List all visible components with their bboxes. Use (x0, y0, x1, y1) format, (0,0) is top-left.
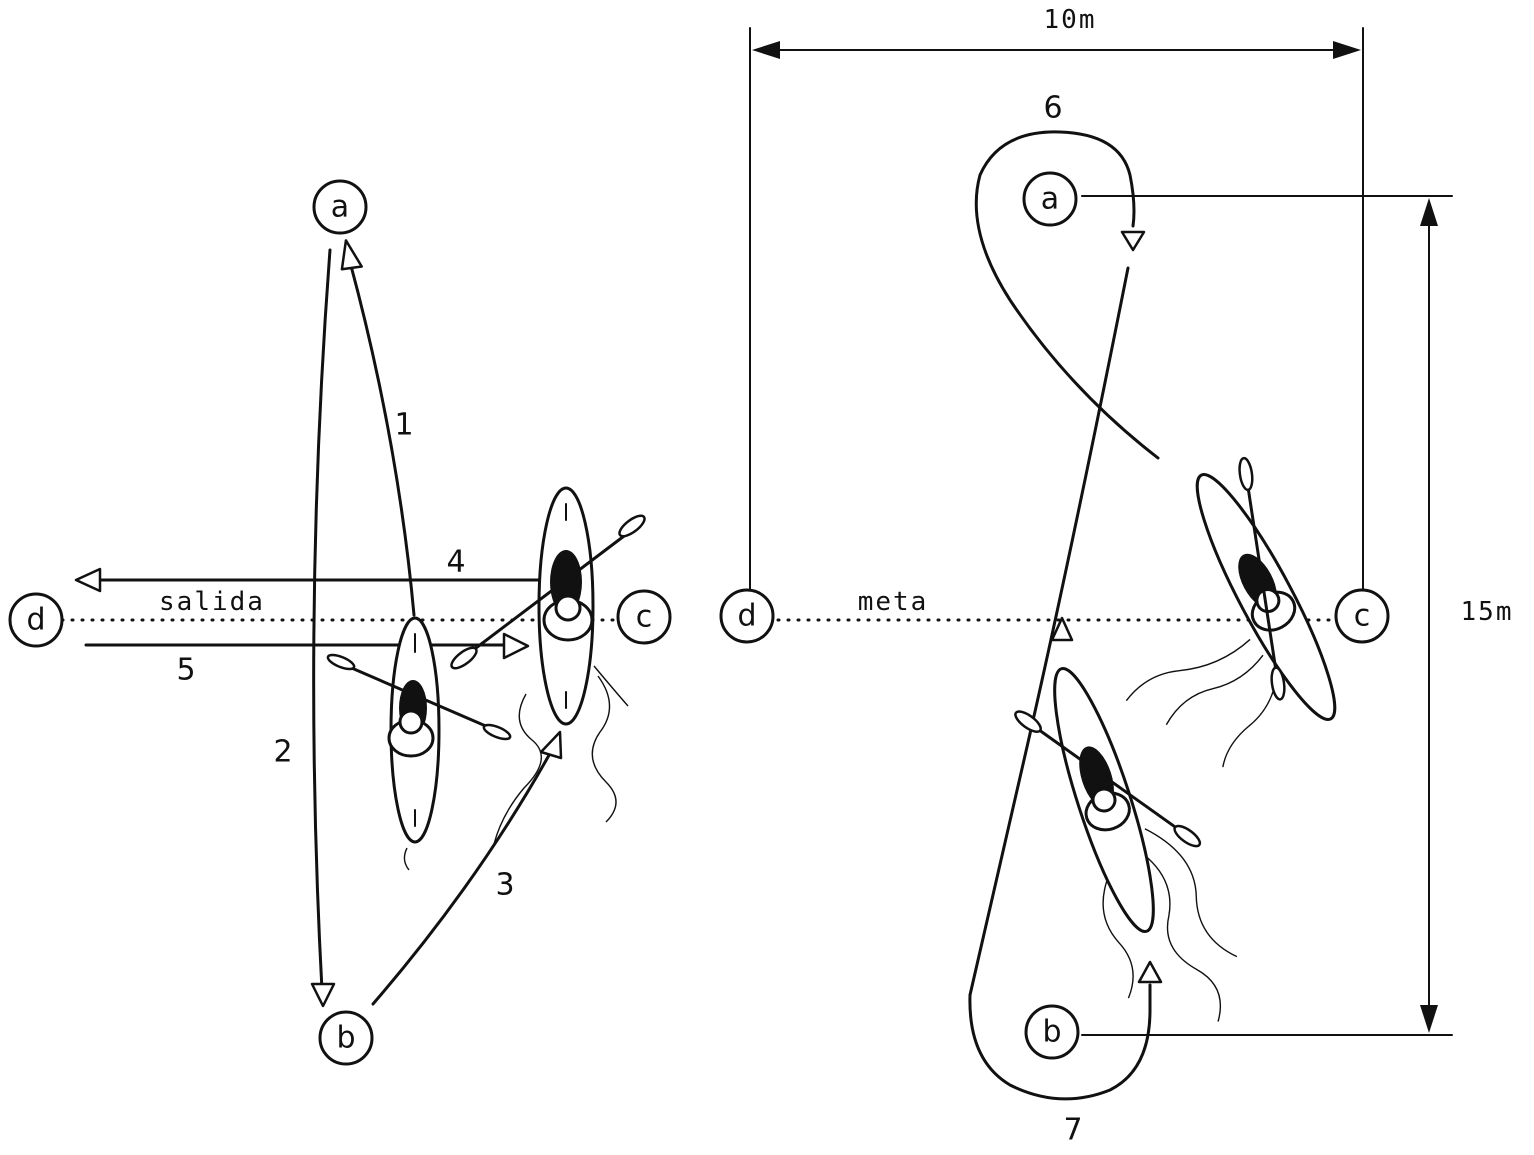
path-6-number: 6 (1043, 91, 1062, 126)
kayak-4-paddle-blade (1014, 710, 1042, 733)
kayak-1-paddle-blade (326, 653, 356, 671)
kayak-4-paddle-blade (1173, 824, 1202, 848)
path-2-arrowhead (310, 982, 336, 1008)
left-marker-a-label: a (331, 190, 349, 225)
path-7 (968, 983, 1152, 1101)
right-marker-a: a (1022, 171, 1078, 227)
path-6 (974, 130, 1160, 460)
kayak-3-paddle-shaft (1245, 478, 1279, 679)
kayak-2-paddler-head (554, 594, 582, 622)
path-7-arrowhead (1137, 960, 1163, 984)
right-marker-d-label: d (737, 599, 756, 634)
right-marker-a-label: a (1041, 182, 1059, 217)
height-arrow-top (1420, 198, 1438, 226)
width-arrow-right (1333, 41, 1361, 59)
path-4-number: 4 (446, 545, 465, 580)
kayak-1-paddle-blade (482, 723, 512, 741)
kayak-3-paddle-blade (1238, 456, 1254, 492)
path-1-number: 1 (394, 408, 413, 443)
kayak-2-paddle-blade (450, 646, 478, 670)
left-marker-d-label: d (26, 603, 45, 638)
finish-line-label: meta (858, 587, 929, 617)
path-finish-arrowhead (1050, 616, 1074, 642)
kayak-1-paddler-head (398, 709, 424, 735)
height-arrow-bottom (1420, 1005, 1438, 1033)
left-course: salida 1 2 3 4 5 (8, 179, 672, 1066)
right-marker-b: b (1024, 1004, 1080, 1060)
path-1 (348, 260, 416, 617)
left-marker-a: a (312, 179, 368, 235)
path-1-arrowhead (340, 239, 363, 271)
kayak-3-paddle-blade (1270, 666, 1286, 701)
left-marker-c-label: c (636, 600, 653, 635)
path-4-arrowhead (74, 567, 102, 593)
kayak-paddler-1 (326, 616, 512, 871)
path-3 (371, 746, 555, 1006)
path-6-arrowhead (1120, 230, 1146, 252)
kayak-3-wake (1125, 638, 1251, 702)
right-marker-b-label: b (1042, 1015, 1061, 1050)
path-5-arrowhead (502, 632, 530, 660)
kayak-2-paddle-shaft (466, 528, 634, 656)
start-line-label: salida (159, 587, 265, 617)
kayak-4-wake (1139, 850, 1222, 1022)
kayak-paddler-4 (1014, 667, 1238, 1022)
kayak-1-paddle-shaft (345, 664, 497, 732)
left-marker-b: b (318, 1010, 374, 1066)
left-marker-d: d (8, 592, 64, 648)
kayak-2-wake (493, 693, 542, 845)
path-2-number: 2 (273, 735, 292, 770)
kayak-4-paddler-head (1091, 787, 1117, 813)
right-marker-c-label: c (1354, 599, 1371, 634)
left-marker-b-label: b (336, 1021, 355, 1056)
kayak-paddler-2 (450, 486, 646, 845)
kayak-2-paddle-blade (618, 514, 646, 538)
right-marker-d: d (719, 588, 775, 644)
path-7-number: 7 (1063, 1113, 1082, 1148)
height-label: 15m (1461, 597, 1514, 627)
path-3-arrowhead (539, 730, 563, 760)
width-label: 10m (1044, 5, 1097, 35)
width-arrow-left (752, 41, 780, 59)
path-2 (312, 248, 332, 992)
kayak-4-paddle-shaft (1032, 724, 1184, 834)
right-course: 10m 15m meta 6 7 (719, 5, 1514, 1148)
path-5-number: 5 (176, 653, 195, 688)
left-marker-c: c (616, 589, 672, 645)
path-descent (968, 266, 1130, 997)
kayak-1-wake (403, 847, 410, 871)
right-marker-c: c (1334, 588, 1390, 644)
path-3-number: 3 (495, 868, 514, 903)
kayak-paddler-3 (1125, 456, 1337, 768)
